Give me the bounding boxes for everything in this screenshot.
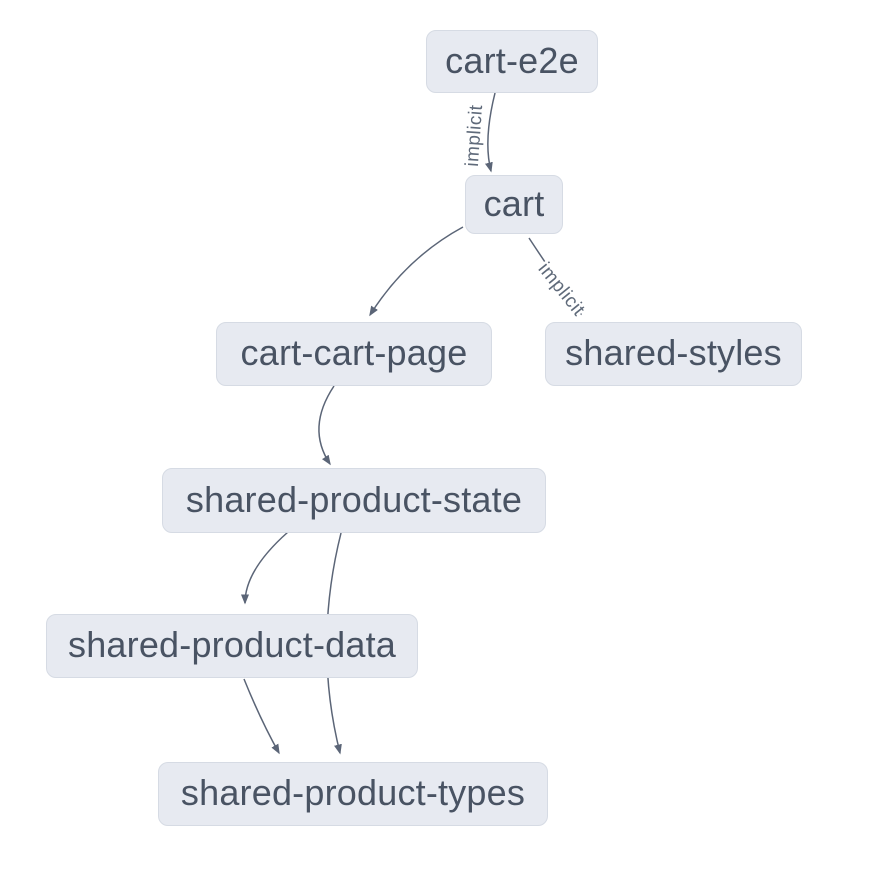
graph-node-shared-product-types[interactable]: shared-product-types [158,762,548,826]
node-label-shared-product-state: shared-product-state [185,478,523,520]
graph-edge-shared-product-state--shared-product-data [241,531,289,605]
node-label-shared-product-data: shared-product-data [68,624,396,665]
graph-node-cart[interactable]: cart [465,175,563,234]
graph-edge-cart-cart-page--shared-product-state [318,385,335,466]
graph-edge-cart--shared-styles [528,237,582,316]
graph-edge-shared-product-data--shared-product-types [243,678,280,755]
graph-node-shared-styles[interactable]: shared-styles [545,322,802,386]
node-label-shared-product-types: shared-product-types [180,772,526,813]
graph-edge-cart-e2e--cart [484,92,496,173]
node-label-cart-cart-page: cart-cart-page [240,332,468,373]
node-label-cart: cart [483,182,545,224]
edge-label-cart--shared-styles: implicit [534,259,590,321]
graph-edge-cart--cart-cart-page [369,226,464,317]
node-label-cart-e2e: cart-e2e [445,39,579,81]
graph-node-cart-cart-page[interactable]: cart-cart-page [216,322,492,386]
graph-node-cart-e2e[interactable]: cart-e2e [426,30,598,93]
node-label-shared-styles: shared-styles [565,332,782,373]
graph-node-shared-product-data[interactable]: shared-product-data [46,614,418,678]
edge-label-cart-e2e--cart: implicit [462,104,487,168]
graph-node-shared-product-state[interactable]: shared-product-state [162,468,546,533]
